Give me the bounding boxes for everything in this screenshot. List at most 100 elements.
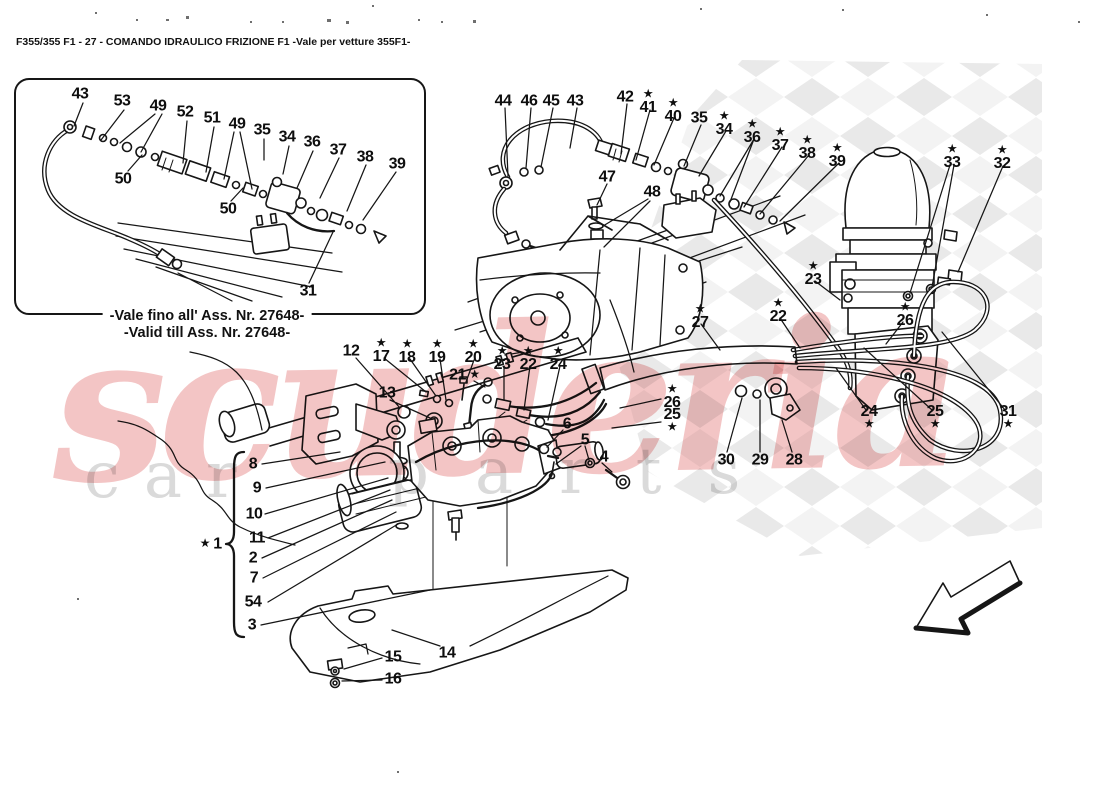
callout-4: 4 [600, 449, 609, 465]
star-icon: ★ [667, 421, 677, 434]
star-icon: ★ [997, 144, 1007, 157]
callout-number: 11 [249, 529, 265, 547]
leader-lines [224, 103, 1006, 682]
callout-35: 35 [691, 110, 708, 126]
callout-number: 26 [663, 393, 681, 411]
callout-number: 8 [248, 455, 258, 473]
callout-number: 2 [248, 549, 258, 567]
callout-number: 49 [149, 97, 167, 115]
star-icon: ★ [832, 142, 842, 155]
callout-29: 29 [752, 452, 769, 468]
callout-5: 5 [581, 432, 590, 448]
callout-22: ★22 [520, 346, 537, 372]
callout-22: ★22 [770, 298, 787, 324]
star-icon: ★ [553, 345, 563, 358]
star-icon: ★ [497, 345, 507, 358]
callout-number: 54 [244, 593, 262, 611]
callout-32: ★32 [994, 145, 1011, 171]
star-icon: ★ [402, 338, 412, 351]
callout-33: ★33 [944, 144, 961, 170]
callout-number: 40 [664, 107, 682, 125]
callout-26: ★26 [897, 302, 914, 328]
callout-number: 20 [464, 348, 482, 366]
star-icon: ★ [775, 126, 785, 139]
callout-number: 41 [639, 98, 657, 116]
callout-52: 52 [176, 103, 194, 121]
callout-31: ★31 [1000, 404, 1017, 430]
callout-number: 47 [598, 168, 616, 186]
callout-number: 32 [993, 154, 1011, 172]
callout-27: ★27 [692, 304, 709, 330]
callout-number: 10 [245, 505, 263, 523]
callout-number: 37 [329, 141, 347, 159]
callout-number: 46 [520, 92, 538, 110]
callout-number: 22 [519, 355, 537, 373]
callout-11: 11 [249, 529, 265, 547]
callout-number: 23 [804, 270, 822, 288]
callout-16: 16 [385, 671, 402, 687]
star-icon: ★ [947, 143, 957, 156]
callout-28: 28 [785, 451, 803, 469]
clamp-assembly [734, 377, 801, 421]
star-icon: ★ [432, 338, 442, 351]
callout-number: 49 [228, 115, 246, 133]
callout-46: 46 [520, 92, 538, 110]
callout-number: 14 [438, 644, 456, 662]
callout-number: 52 [176, 103, 194, 121]
star-icon: ★ [469, 368, 479, 381]
star-icon: ★ [668, 97, 678, 110]
callout-number: 43 [71, 85, 89, 103]
star-icon: ★ [747, 118, 757, 131]
callout-42: 42 [617, 89, 634, 105]
callout-number: 28 [785, 451, 803, 469]
callout-number: 50 [114, 170, 132, 188]
callout-number: 45 [542, 92, 560, 110]
callout-41: ★41 [640, 89, 657, 115]
callout-number: 31 [299, 282, 317, 300]
callout-number: 50 [219, 200, 237, 218]
star-icon: ★ [1003, 418, 1013, 431]
chassis-rail [117, 337, 587, 546]
callout-50: 50 [114, 170, 132, 188]
callout-number: 24 [860, 403, 878, 421]
callout-number: 34 [278, 128, 296, 146]
star-icon: ★ [808, 260, 818, 273]
heat-shield [289, 569, 629, 689]
callout-53: 53 [114, 93, 131, 109]
callout-7: 7 [249, 569, 259, 587]
callout-49: 49 [228, 115, 246, 133]
callout-13: 13 [378, 384, 396, 402]
callout-25: ★25 [927, 404, 944, 430]
callout-43: 43 [567, 93, 584, 109]
callout-number: 24 [549, 355, 567, 373]
callout-number: 13 [378, 384, 396, 402]
callout-45: 45 [542, 92, 560, 110]
callout-49: 49 [149, 97, 167, 115]
callout-40: ★40 [665, 98, 682, 124]
callout-24: ★24 [861, 404, 878, 430]
callout-37: ★37 [772, 127, 789, 153]
callout-23: ★23 [805, 261, 822, 287]
star-icon: ★ [200, 537, 210, 550]
callout-17: ★17 [373, 338, 390, 364]
callout-10: 10 [245, 505, 263, 523]
callout-number: 23 [493, 355, 511, 373]
callout-number: 31 [999, 403, 1017, 421]
callout-38: ★38 [799, 135, 816, 161]
callout-number: 19 [428, 348, 446, 366]
callout-number: 7 [249, 569, 259, 587]
callout-43: 43 [71, 85, 89, 103]
star-icon: ★ [695, 303, 705, 316]
callout-48: 48 [644, 184, 661, 200]
group-1-brace [224, 450, 246, 639]
callout-54: 54 [244, 593, 262, 611]
callout-number: 6 [562, 415, 572, 433]
star-icon: ★ [667, 383, 677, 396]
callout-number: 3 [247, 616, 257, 634]
callout-3: 3 [247, 616, 257, 634]
callout-36: ★36 [744, 119, 761, 145]
callout-44: 44 [495, 93, 512, 109]
clutch-actuator [336, 415, 557, 541]
